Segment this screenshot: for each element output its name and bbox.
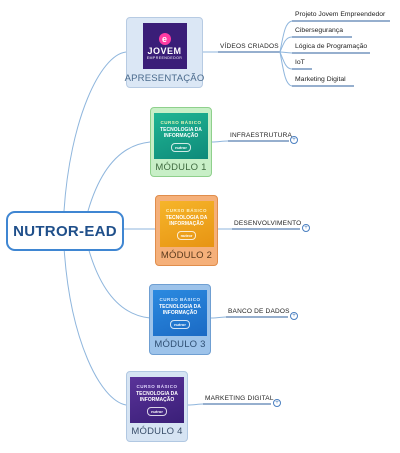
connector-root-module4 <box>63 246 127 406</box>
connector-root-module3 <box>87 246 151 319</box>
connector-module4-branch <box>187 403 204 406</box>
thumbnail-title: TECNOLOGIA DA INFORMAÇÃO <box>159 304 201 316</box>
apresentacao-label: APRESENTAÇÃO <box>124 73 205 84</box>
branch-videos-criados[interactable]: VÍDEOS CRIADOS <box>220 43 279 50</box>
thumbnail-top-text: CURSO BÁSICO <box>165 208 207 213</box>
module4-card[interactable]: CURSO BÁSICO TECNOLOGIA DA INFORMAÇÃO nu… <box>126 371 188 442</box>
connector-sub-2 <box>279 36 293 53</box>
module2-thumbnail: CURSO BÁSICO TECNOLOGIA DA INFORMAÇÃO nu… <box>159 201 214 247</box>
thumbnail-top-text: CURSO BÁSICO <box>160 120 202 125</box>
subitem-3[interactable]: Lógica de Programação <box>295 43 368 50</box>
thumbnail-title: JOVEM <box>147 45 182 56</box>
connector-sub-4 <box>279 51 293 70</box>
module1-card[interactable]: CURSO BÁSICO TECNOLOGIA DA INFORMAÇÃO nu… <box>150 107 212 177</box>
module2-card[interactable]: CURSO BÁSICO TECNOLOGIA DA INFORMAÇÃO nu… <box>155 195 218 266</box>
root-label: NUTROR-EAD <box>13 222 117 240</box>
expand-module1-icon[interactable]: + <box>290 136 298 144</box>
expand-module4-icon[interactable]: + <box>273 399 281 407</box>
subitem-4[interactable]: IoT <box>295 59 305 66</box>
nutror-logo-icon: nutror <box>147 407 167 416</box>
connector-module1-branch <box>211 140 229 143</box>
module3-card[interactable]: CURSO BÁSICO TECNOLOGIA DA INFORMAÇÃO nu… <box>149 284 211 355</box>
module1-label: MÓDULO 1 <box>155 162 207 173</box>
thumbnail-title: TECNOLOGIA DA INFORMAÇÃO <box>160 127 202 139</box>
connector-root-apresentacao <box>63 51 127 212</box>
connector-sub-3 <box>279 51 293 54</box>
branch-banco-de-dados[interactable]: BANCO DE DADOS <box>228 308 290 315</box>
apresentacao-card[interactable]: e JOVEM EMPREENDEDOR APRESENTAÇÃO <box>124 17 205 88</box>
connector-module3-branch <box>210 316 227 319</box>
module2-label: MÓDULO 2 <box>160 250 213 261</box>
subitem-1[interactable]: Projeto Jovem Empreendedor <box>295 11 386 18</box>
module4-label: MÓDULO 4 <box>131 426 183 437</box>
nutror-logo-icon: nutror <box>171 143 191 152</box>
apresentacao-thumbnail: e JOVEM EMPREENDEDOR <box>142 23 187 69</box>
thumbnail-top-text: CURSO BÁSICO <box>136 384 178 389</box>
thumbnail-top-text: CURSO BÁSICO <box>159 297 201 302</box>
connector-sub-5 <box>279 51 293 87</box>
nutror-logo-icon: nutror <box>176 231 197 240</box>
connector-sub-1 <box>279 20 293 53</box>
branch-desenvolvimento[interactable]: DESENVOLVIMENTO <box>234 220 302 227</box>
root-node[interactable]: NUTROR-EAD <box>6 211 124 251</box>
thumbnail-subtitle: EMPREENDEDOR <box>146 55 183 60</box>
connector-root-module1 <box>87 141 151 212</box>
subitem-2[interactable]: Cibersegurança <box>295 27 343 34</box>
module4-thumbnail: CURSO BÁSICO TECNOLOGIA DA INFORMAÇÃO nu… <box>130 377 184 423</box>
thumbnail-title: TECNOLOGIA DA INFORMAÇÃO <box>165 215 208 227</box>
module3-label: MÓDULO 3 <box>154 339 206 350</box>
jovem-logo-icon: e <box>158 32 171 45</box>
nutror-logo-icon: nutror <box>170 320 190 329</box>
branch-infraestrutura[interactable]: INFRAESTRUTURA <box>230 132 293 139</box>
module1-thumbnail: CURSO BÁSICO TECNOLOGIA DA INFORMAÇÃO nu… <box>154 113 208 159</box>
thumbnail-title: TECNOLOGIA DA INFORMAÇÃO <box>136 391 178 403</box>
branch-marketing-digital[interactable]: MARKETING DIGITAL <box>205 395 274 402</box>
expand-module3-icon[interactable]: + <box>290 312 298 320</box>
expand-module2-icon[interactable]: + <box>302 224 310 232</box>
module3-thumbnail: CURSO BÁSICO TECNOLOGIA DA INFORMAÇÃO nu… <box>153 290 207 336</box>
subitem-5[interactable]: Marketing Digital <box>295 76 346 83</box>
